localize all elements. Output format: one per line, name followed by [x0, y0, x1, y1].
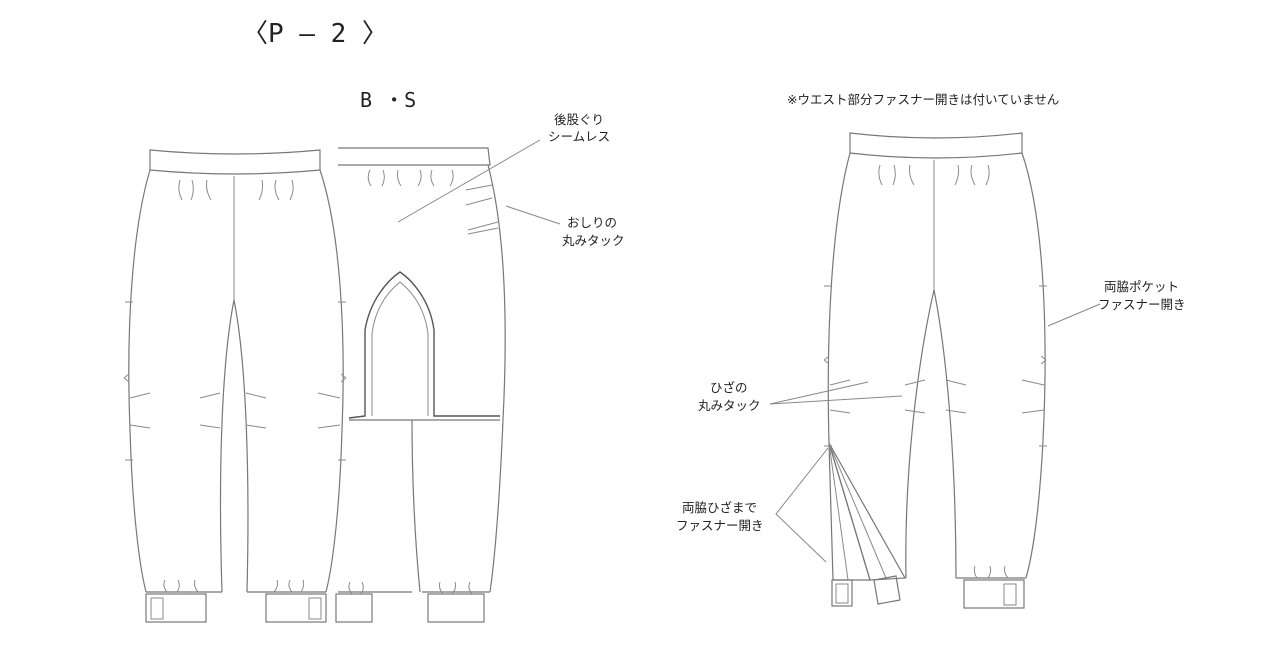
label-side-knee-zip-2: ファスナー開き — [676, 518, 764, 533]
waist-zip-note: ※ウエスト部分ファスナー開きは付いていません — [787, 92, 1059, 107]
rear-crotch-outline — [348, 271, 500, 419]
front-outseam-right — [319, 169, 344, 593]
front-inseam — [219, 299, 249, 593]
label-hip-tuck-2: 丸みタック — [562, 233, 625, 248]
front-outseam-left — [128, 169, 151, 593]
leader-hip-tuck — [505, 205, 561, 225]
cuff-gathers-front — [163, 579, 305, 593]
waist-gathers-back — [367, 169, 454, 187]
leader-knee-tuck-1 — [769, 381, 869, 405]
front-side-marks — [123, 301, 347, 461]
rear-crotch-inner — [371, 281, 429, 416]
leader-side-pocket — [1047, 303, 1101, 327]
page-title: 〈P – 2 〉 — [242, 19, 388, 49]
label-hip-tuck-1: おしりの — [567, 215, 617, 230]
waist-gathers-right-view — [878, 164, 990, 186]
leader-knee-tuck-2 — [769, 395, 903, 405]
waistband-right-view — [849, 132, 1023, 159]
waistband-back — [338, 147, 491, 166]
zip-tab-2 — [873, 575, 901, 605]
leader-side-knee-zip — [775, 447, 829, 563]
leader-rear-crotch — [397, 139, 541, 223]
label-knee-tuck-1: ひざの — [710, 380, 748, 395]
zipper-flap-open-2 — [828, 442, 906, 581]
cuff-back-right — [427, 593, 485, 623]
pants-right-view — [823, 132, 1047, 609]
cuff-right — [265, 593, 327, 623]
label-rear-crotch-2: シームレス — [548, 129, 610, 144]
label-side-knee-zip-1: 両脇ひざまで — [682, 500, 757, 515]
cuff-left — [145, 593, 207, 623]
style-code: B ・S — [360, 88, 416, 112]
label-knee-tuck-2: 丸みタック — [698, 398, 761, 413]
right-view-inseam — [905, 289, 957, 579]
label-side-pocket-1: 両脇ポケット — [1104, 279, 1179, 294]
front-knee-tucks — [129, 392, 341, 429]
cuff-tab-right — [308, 597, 322, 620]
cuff-back-left — [335, 593, 373, 623]
cuff-tab-left — [150, 597, 164, 620]
back-outseam — [487, 164, 506, 593]
hip-tucks — [465, 184, 499, 235]
cuff-gathers-back — [348, 581, 473, 595]
label-rear-crotch-1: 後股ぐり — [554, 112, 604, 127]
zip-tab-1 — [831, 579, 853, 607]
cuff-right-view — [963, 579, 1025, 609]
pants-front-view — [123, 149, 347, 623]
label-side-pocket-2: ファスナー開き — [1098, 297, 1186, 312]
right-view-outseam-left — [827, 152, 851, 444]
right-view-knee-tucks — [829, 379, 1045, 414]
waist-gathers-front — [178, 179, 294, 201]
pants-back-view — [335, 147, 506, 623]
right-view-outseam-right — [1021, 152, 1046, 579]
waistband-front — [149, 149, 321, 175]
